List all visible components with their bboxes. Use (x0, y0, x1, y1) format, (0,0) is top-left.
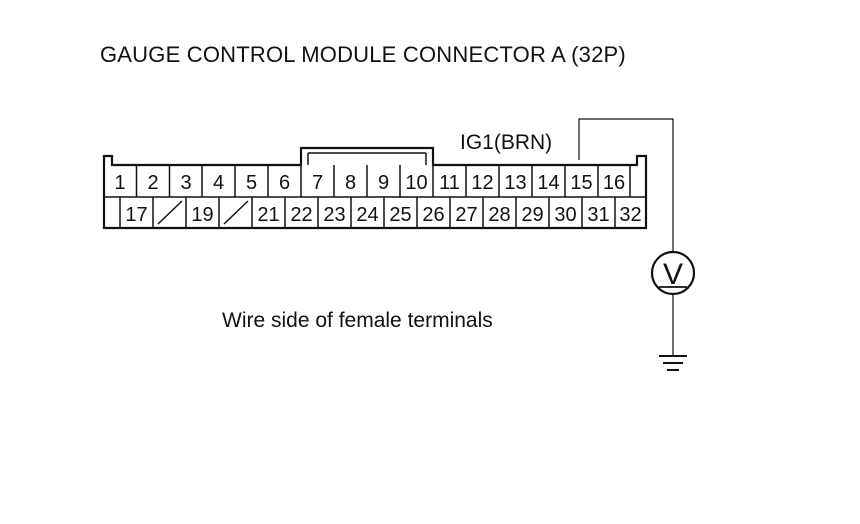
pin-label: 2 (147, 172, 158, 194)
connector-title: GAUGE CONTROL MODULE CONNECTOR A (32P) (100, 42, 626, 67)
pin-label: 27 (455, 204, 477, 226)
pin-label: 12 (471, 172, 493, 194)
pin-label: 28 (488, 204, 510, 226)
pin-label-probe: 15 (570, 172, 592, 194)
pin-label: 4 (213, 172, 224, 194)
pin-label: 14 (537, 172, 559, 194)
pin-label: 13 (504, 172, 526, 194)
pin-label: 30 (554, 204, 576, 226)
pin-label: 11 (439, 172, 460, 194)
pin-label: 19 (191, 204, 213, 226)
terminal-side-caption: Wire side of female terminals (222, 309, 493, 332)
pin-label: 29 (521, 204, 543, 226)
pin-label: 9 (378, 172, 389, 194)
row2-dividers (152, 197, 616, 228)
probe-wire-label: IG1(BRN) (460, 131, 553, 154)
pin-label: 26 (422, 204, 444, 226)
ground-icon (659, 355, 687, 371)
row1-pin-labels: 1 2 3 4 5 6 7 8 9 10 11 12 13 14 15 16 (114, 172, 625, 194)
pin-label: 21 (257, 204, 279, 226)
empty-cavity-slash (157, 200, 183, 225)
pin-label: 10 (405, 172, 427, 194)
pin-label: 22 (290, 204, 312, 226)
pin-label: 24 (356, 204, 378, 226)
probe-wire (578, 118, 674, 252)
pin-label: 3 (180, 172, 191, 194)
pin-label: 32 (619, 204, 641, 226)
voltmeter-symbol: V (663, 258, 683, 291)
pin-label: 7 (312, 172, 323, 194)
pin-label: 1 (114, 172, 125, 194)
empty-cavity-slash (223, 200, 249, 225)
pin-label: 8 (345, 172, 356, 194)
pin-label: 23 (323, 204, 345, 226)
voltmeter-icon: V (650, 250, 696, 296)
pin-label: 17 (125, 204, 147, 226)
pin-label: 25 (389, 204, 411, 226)
pin-label: 31 (587, 204, 609, 226)
pin-label: 6 (279, 172, 290, 194)
row2-pin-labels: 17 19 21 22 23 24 25 26 27 28 29 30 31 3… (125, 204, 641, 226)
pin-label: 16 (603, 172, 625, 194)
row1-dividers (135, 165, 599, 197)
pin-label: 5 (246, 172, 257, 194)
